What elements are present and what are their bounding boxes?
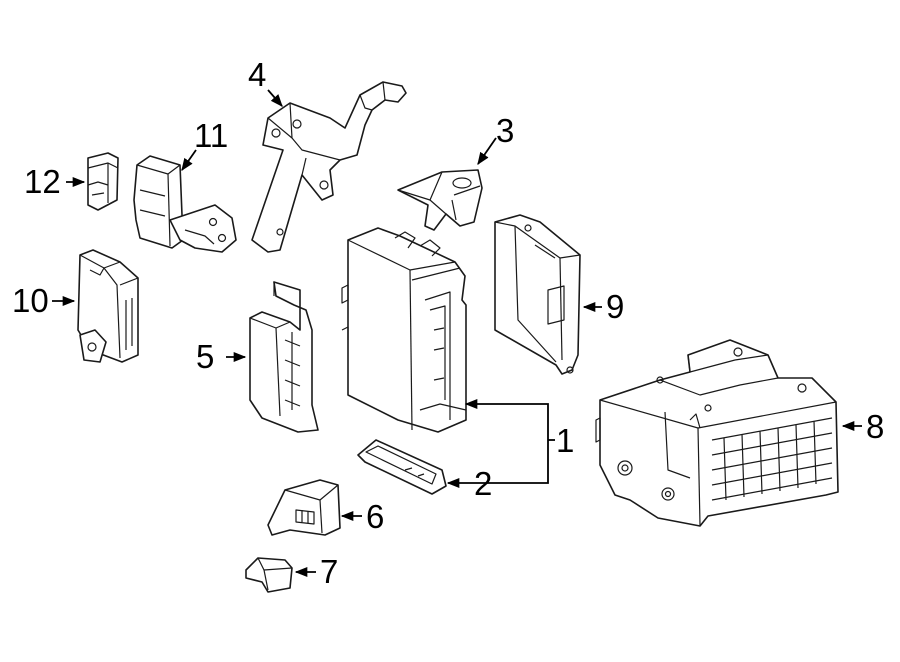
leader-2 [446, 440, 549, 489]
part-3-bracket [397, 169, 483, 231]
part-10-module [77, 249, 139, 363]
part-2-cover [357, 439, 447, 495]
part-9-ecu [494, 214, 581, 375]
callout-7: 7 [320, 553, 338, 590]
callout-4: 4 [248, 56, 266, 93]
leader-1 [464, 398, 549, 440]
leader-lines [52, 89, 862, 578]
callout-1: 1 [556, 422, 574, 459]
part-11-module-bracket [133, 155, 237, 253]
callout-6: 6 [366, 498, 384, 535]
callout-8: 8 [866, 408, 884, 445]
part-7-clip [245, 557, 293, 593]
part-12-connector [87, 152, 119, 211]
leader-11 [181, 149, 197, 172]
callout-10: 10 [12, 282, 49, 319]
callout-11: 11 [194, 117, 228, 154]
part-8-junction-block [595, 339, 839, 527]
callout-labels: 12 11 10 4 3 9 5 8 1 2 6 7 [12, 56, 884, 590]
part-6-connector [267, 479, 341, 536]
callout-5: 5 [196, 338, 214, 375]
part-4-bracket [251, 81, 407, 253]
callout-2: 2 [474, 465, 492, 502]
leader-3 [477, 137, 497, 166]
callout-3: 3 [496, 112, 514, 149]
part-5-module [249, 281, 319, 433]
callout-12: 12 [24, 163, 61, 200]
leader-4 [267, 89, 283, 107]
part-1-main-module [341, 227, 467, 433]
callout-9: 9 [606, 288, 624, 325]
